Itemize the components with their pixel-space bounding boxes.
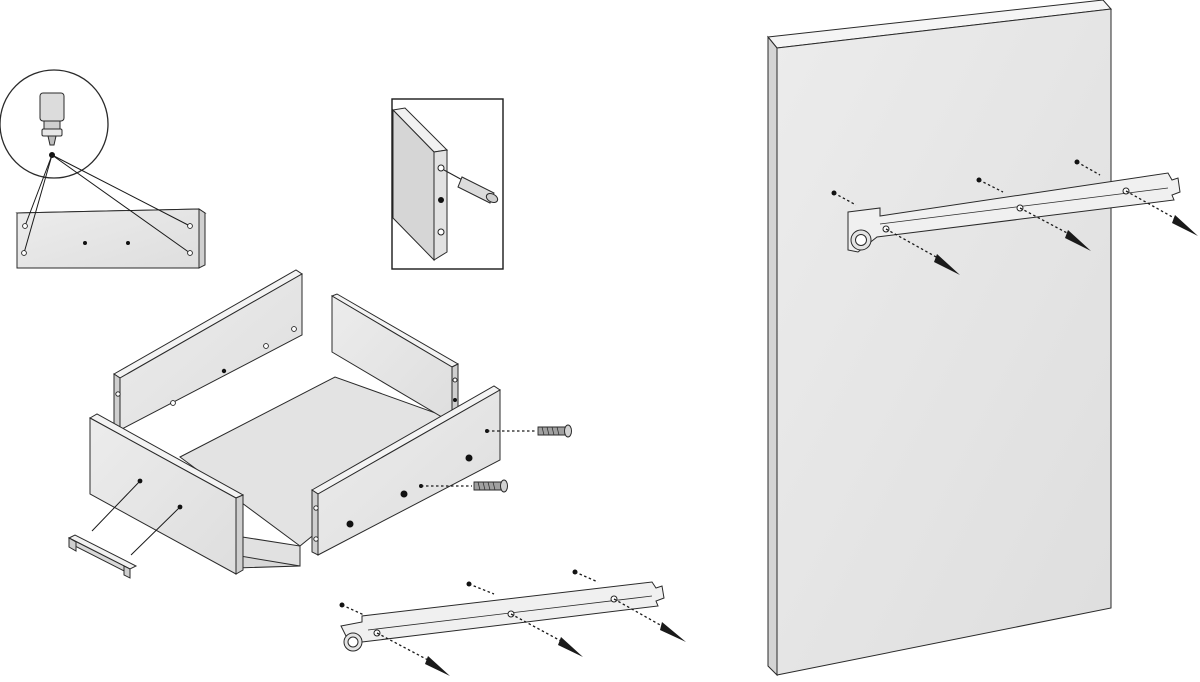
screw-icon: [558, 637, 583, 657]
hole: [438, 197, 444, 203]
cabinet-runner-rail: [847, 172, 1181, 253]
hole: [221, 368, 227, 374]
hole: [291, 326, 297, 332]
hole: [170, 400, 176, 406]
cabinet-side-group: [767, 0, 1198, 677]
hole: [21, 250, 27, 256]
hole: [400, 490, 408, 498]
hole: [453, 398, 457, 402]
hole: [22, 223, 28, 229]
hole: [115, 391, 121, 397]
hole: [126, 241, 130, 245]
screw-icon: [425, 656, 450, 676]
drawer-right-side-panel: [311, 385, 501, 556]
front-panel-board: [15, 208, 207, 269]
screw-icon: [934, 254, 960, 275]
glue-pointer-lines: [23, 154, 191, 254]
glue-step-group: [0, 69, 207, 269]
hole: [263, 343, 269, 349]
hole: [452, 377, 458, 383]
hole: [437, 164, 445, 172]
board-holes: [21, 223, 193, 256]
hole: [346, 520, 354, 528]
cabinet-side-panel: [776, 8, 1112, 676]
drawer-box-group: [67, 269, 572, 579]
hole: [187, 223, 193, 229]
screw-icon: [1065, 230, 1091, 251]
screw-icon: [473, 479, 508, 493]
cabinet-side-left-edge: [767, 35, 778, 677]
hole: [187, 250, 193, 256]
screw-icon: [660, 622, 686, 642]
hole: [465, 454, 473, 462]
dowel-step-inset: [391, 98, 504, 270]
drawer-back-panel: [330, 293, 460, 424]
drawer-bottom-panel: [179, 376, 457, 569]
screw-icon: [1172, 215, 1198, 236]
hole: [437, 228, 445, 236]
drawer-runner-group: [339, 569, 686, 676]
handle-guide-lines: [91, 480, 181, 556]
wooden-dowel-icon: [457, 176, 499, 204]
glue-bottle-icon: [39, 92, 65, 146]
hole: [313, 536, 319, 542]
drawer-handle-icon: [67, 534, 138, 579]
screw-guide-lines: [341, 571, 663, 661]
drawer-runner-rail: [340, 581, 665, 649]
drawer-left-side-panel: [113, 269, 303, 431]
hole: [313, 505, 319, 511]
hole: [83, 241, 87, 245]
screw-icon: [537, 424, 572, 438]
screw-guide-lines: [833, 161, 1177, 259]
screw-guide-lines: [421, 430, 536, 487]
